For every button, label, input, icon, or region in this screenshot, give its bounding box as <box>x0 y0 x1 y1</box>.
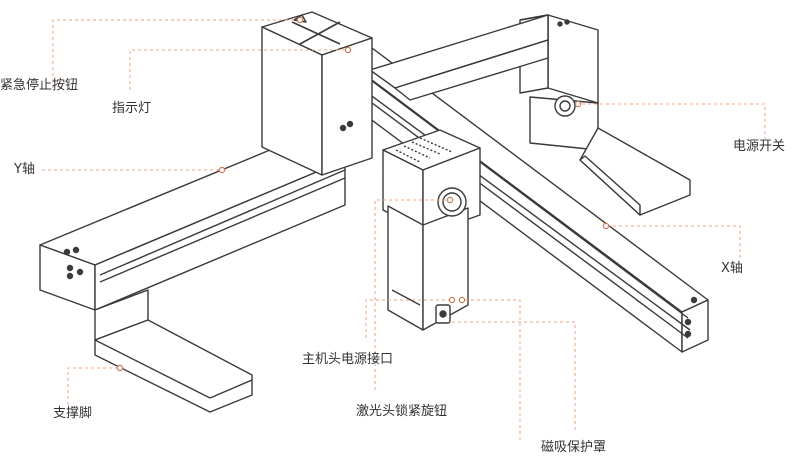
leader-power-switch <box>578 103 766 140</box>
marker-power-switch <box>574 100 582 108</box>
leader-x-axis <box>606 225 741 258</box>
leader-support-foot <box>67 367 120 405</box>
marker-magnetic-cover <box>458 296 466 304</box>
leader-magnetic-cover <box>462 299 521 440</box>
leader-laser-lock-knob <box>374 199 450 390</box>
label-x-axis: X轴 <box>721 261 743 276</box>
x-axis-end-cap <box>557 19 698 338</box>
label-magnetic-cover: 磁吸保护罩 <box>541 440 607 455</box>
leader-magnetic-cover-b <box>450 321 576 430</box>
leader-main-power-port <box>365 299 452 338</box>
label-power-switch: 电源开关 <box>733 139 786 154</box>
label-emergency-stop: 紧急停止按钮 <box>0 78 79 93</box>
y-axis-beam <box>39 149 346 311</box>
leader-emergency-stop <box>52 19 300 88</box>
y-axis-rail-back <box>369 14 549 101</box>
power-switch <box>554 95 576 117</box>
marker-y-axis <box>218 166 226 174</box>
marker-main-power-port <box>448 296 456 304</box>
y-axis-end-cap <box>63 246 84 280</box>
x-axis-beam <box>344 47 709 353</box>
indicator-light <box>339 120 354 132</box>
label-y-axis: Y轴 <box>14 162 35 177</box>
marker-emergency-stop <box>296 16 304 24</box>
marker-laser-lock-knob <box>446 196 454 204</box>
marker-support-foot <box>116 364 124 372</box>
right-support-foot <box>529 96 691 216</box>
laser-head <box>382 129 481 331</box>
main-power-port <box>435 304 451 324</box>
marker-x-axis <box>602 222 610 230</box>
leader-indicator-light <box>129 49 348 90</box>
label-indicator-light: 指示灯 <box>112 101 152 116</box>
control-box <box>261 11 373 176</box>
label-laser-lock-knob: 激光头锁紧旋钮 <box>356 404 448 419</box>
marker-indicator-light <box>344 46 352 54</box>
label-main-power-port: 主机头电源接口 <box>302 352 394 367</box>
label-support-foot: 支撑脚 <box>53 406 93 421</box>
left-support-foot <box>94 289 253 413</box>
